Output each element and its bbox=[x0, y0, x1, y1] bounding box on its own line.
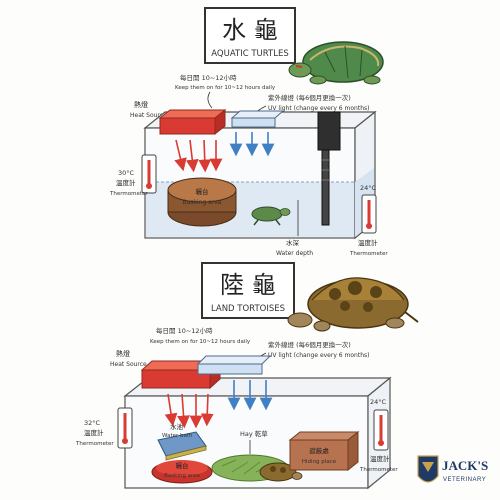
aquatic-uv-arrows bbox=[229, 132, 275, 157]
land-uv-arrows bbox=[227, 380, 273, 411]
aquatic-keep-on-cn: 每日開 10~12小時 bbox=[180, 73, 237, 82]
aquatic-title-en: AQUATIC TURTLES bbox=[211, 49, 288, 59]
land-thermo-left-cn: 溫度計 bbox=[84, 428, 104, 437]
land-heat-arrows bbox=[164, 393, 214, 429]
land-thermo-right-cn: 溫度計 bbox=[370, 454, 390, 463]
land-hiding-cn: 遮蔽處 bbox=[309, 446, 329, 455]
land-small-tortoise bbox=[259, 462, 303, 482]
land-thermometer-right bbox=[373, 409, 389, 451]
aquatic-thermometer-right bbox=[361, 194, 377, 234]
aquatic-uv-cn: 紫外線燈 (每6個月更換一次) bbox=[268, 93, 351, 102]
aquatic-heat-en: Heat Source bbox=[130, 112, 167, 119]
aquatic-water-en: Water depth bbox=[276, 250, 313, 257]
land-waterbath-cn: 水池 bbox=[170, 422, 184, 431]
aquatic-temp-left: 30°C bbox=[118, 169, 135, 177]
aquatic-uv-lamp bbox=[230, 110, 285, 128]
aquatic-thermo-right-en: Thermometer bbox=[349, 251, 388, 257]
land-title-box bbox=[201, 262, 295, 319]
aquatic-basking-area: 曬台 Basking area bbox=[167, 177, 237, 227]
jacks-veterinary-logo: JACK'S VETERINARY bbox=[417, 455, 488, 483]
aquatic-basking-en: Basking area bbox=[183, 199, 222, 206]
brand-name: JACK'S bbox=[442, 458, 488, 473]
aquatic-water-cn: 水深 bbox=[286, 238, 300, 247]
land-tortoise-illustration bbox=[287, 277, 419, 332]
land-basking-area: 曬台 Basking area bbox=[151, 460, 213, 484]
land-water-bath bbox=[157, 431, 207, 461]
land-thermo-left-en: Thermometer bbox=[75, 441, 114, 447]
aquatic-heat-lamp bbox=[158, 108, 227, 136]
land-basking-en: Basking area bbox=[164, 473, 200, 479]
land-section: 陸 龜 LAND TORTOISES 每日開 10~12小時 Keep them… bbox=[75, 262, 419, 490]
land-temp-right: 24°C bbox=[370, 398, 387, 406]
land-uv-cn: 紫外線燈 (每6個月更換一次) bbox=[268, 340, 351, 349]
land-thermometer-left bbox=[117, 407, 133, 449]
aquatic-heat-arrows bbox=[174, 139, 223, 173]
aquatic-title-cn: 水 龜 bbox=[222, 16, 278, 44]
aquatic-uv-en: UV light (change every 6 months) bbox=[268, 105, 369, 112]
brand-subtitle: VETERINARY bbox=[443, 477, 486, 483]
aquatic-keep-on-en: Keep them on for 10~12 hours daily bbox=[175, 85, 276, 91]
aquatic-thermo-right-cn: 溫度計 bbox=[358, 238, 378, 247]
aquatic-basking-cn: 曬台 bbox=[196, 187, 209, 196]
aquatic-keep-on-pointer bbox=[207, 91, 213, 109]
land-keep-on-cn: 每日開 10~12小時 bbox=[156, 326, 213, 335]
land-title-en: LAND TORTOISES bbox=[211, 304, 285, 314]
aquatic-heat-cn: 熱燈 bbox=[134, 100, 148, 109]
aquatic-temp-right: 24°C bbox=[360, 184, 377, 192]
land-waterbath-en: Water bath bbox=[162, 433, 193, 439]
land-temp-left: 32°C bbox=[84, 419, 101, 427]
land-hiding-place: 遮蔽處 Hiding place bbox=[288, 430, 360, 472]
aquatic-thermo-left-en: Thermometer bbox=[109, 191, 148, 197]
land-keep-on-en: Keep them on for 10~12 hours daily bbox=[150, 339, 251, 345]
land-heat-en: Heat Source bbox=[110, 361, 147, 368]
aquatic-thermo-left-cn: 溫度計 bbox=[116, 178, 136, 187]
land-thermo-right-en: Thermometer bbox=[359, 467, 398, 473]
land-title-cn: 陸 龜 bbox=[220, 271, 276, 299]
aquatic-small-turtle bbox=[251, 206, 291, 226]
land-uv-lamp bbox=[196, 355, 272, 375]
aquatic-turtle-illustration bbox=[288, 41, 384, 85]
aquatic-thermometer-left bbox=[141, 154, 157, 194]
aquatic-filter bbox=[317, 111, 341, 226]
aquatic-section: 水 龜 AQUATIC TURTLES 每日開 10~12小時 Keep the… bbox=[109, 7, 388, 257]
land-hiding-en: Hiding place bbox=[302, 459, 337, 465]
land-heat-cn: 熱燈 bbox=[116, 349, 130, 358]
aquatic-title-box bbox=[204, 7, 296, 64]
land-basking-cn: 曬台 bbox=[176, 461, 189, 470]
land-uv-en: UV light (change every 6 months) bbox=[268, 352, 369, 359]
land-hay-label: Hay 乾草 bbox=[240, 429, 268, 438]
